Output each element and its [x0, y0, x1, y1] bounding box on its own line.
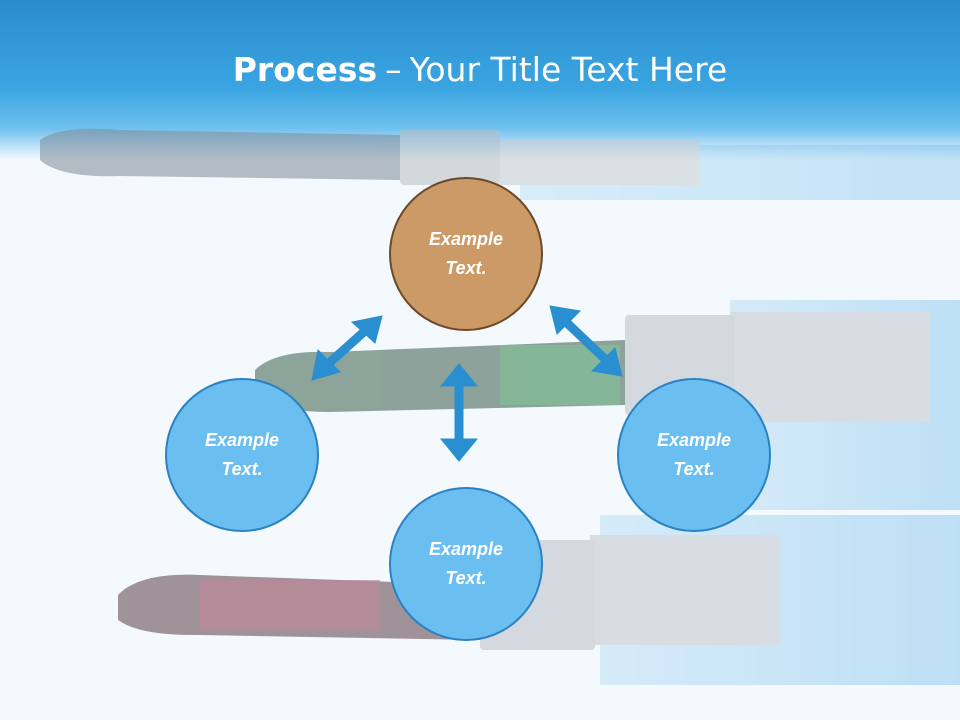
arrow-top-left	[311, 315, 383, 381]
title-bold: Process	[232, 50, 378, 89]
node-left: Example Text.	[165, 378, 319, 532]
bottom-brush-image	[118, 515, 960, 685]
node-bottom-text: Example Text.	[428, 539, 504, 588]
node-left-text: Example Text.	[204, 430, 280, 479]
top-brush-image	[40, 128, 960, 200]
node-right-text: Example Text.	[656, 430, 732, 479]
node-top-text: Example Text.	[428, 229, 504, 278]
arrow-vertical-center	[439, 363, 479, 462]
title-separator: –	[385, 50, 402, 89]
node-bottom: Example Text.	[389, 487, 543, 641]
page-title: Process–Your Title Text Here	[0, 50, 960, 89]
node-top: Example Text.	[389, 177, 543, 331]
arrow-top-right	[549, 305, 623, 377]
title-rest: Your Title Text Here	[409, 50, 728, 89]
middle-brush-image	[255, 300, 960, 510]
node-right: Example Text.	[617, 378, 771, 532]
